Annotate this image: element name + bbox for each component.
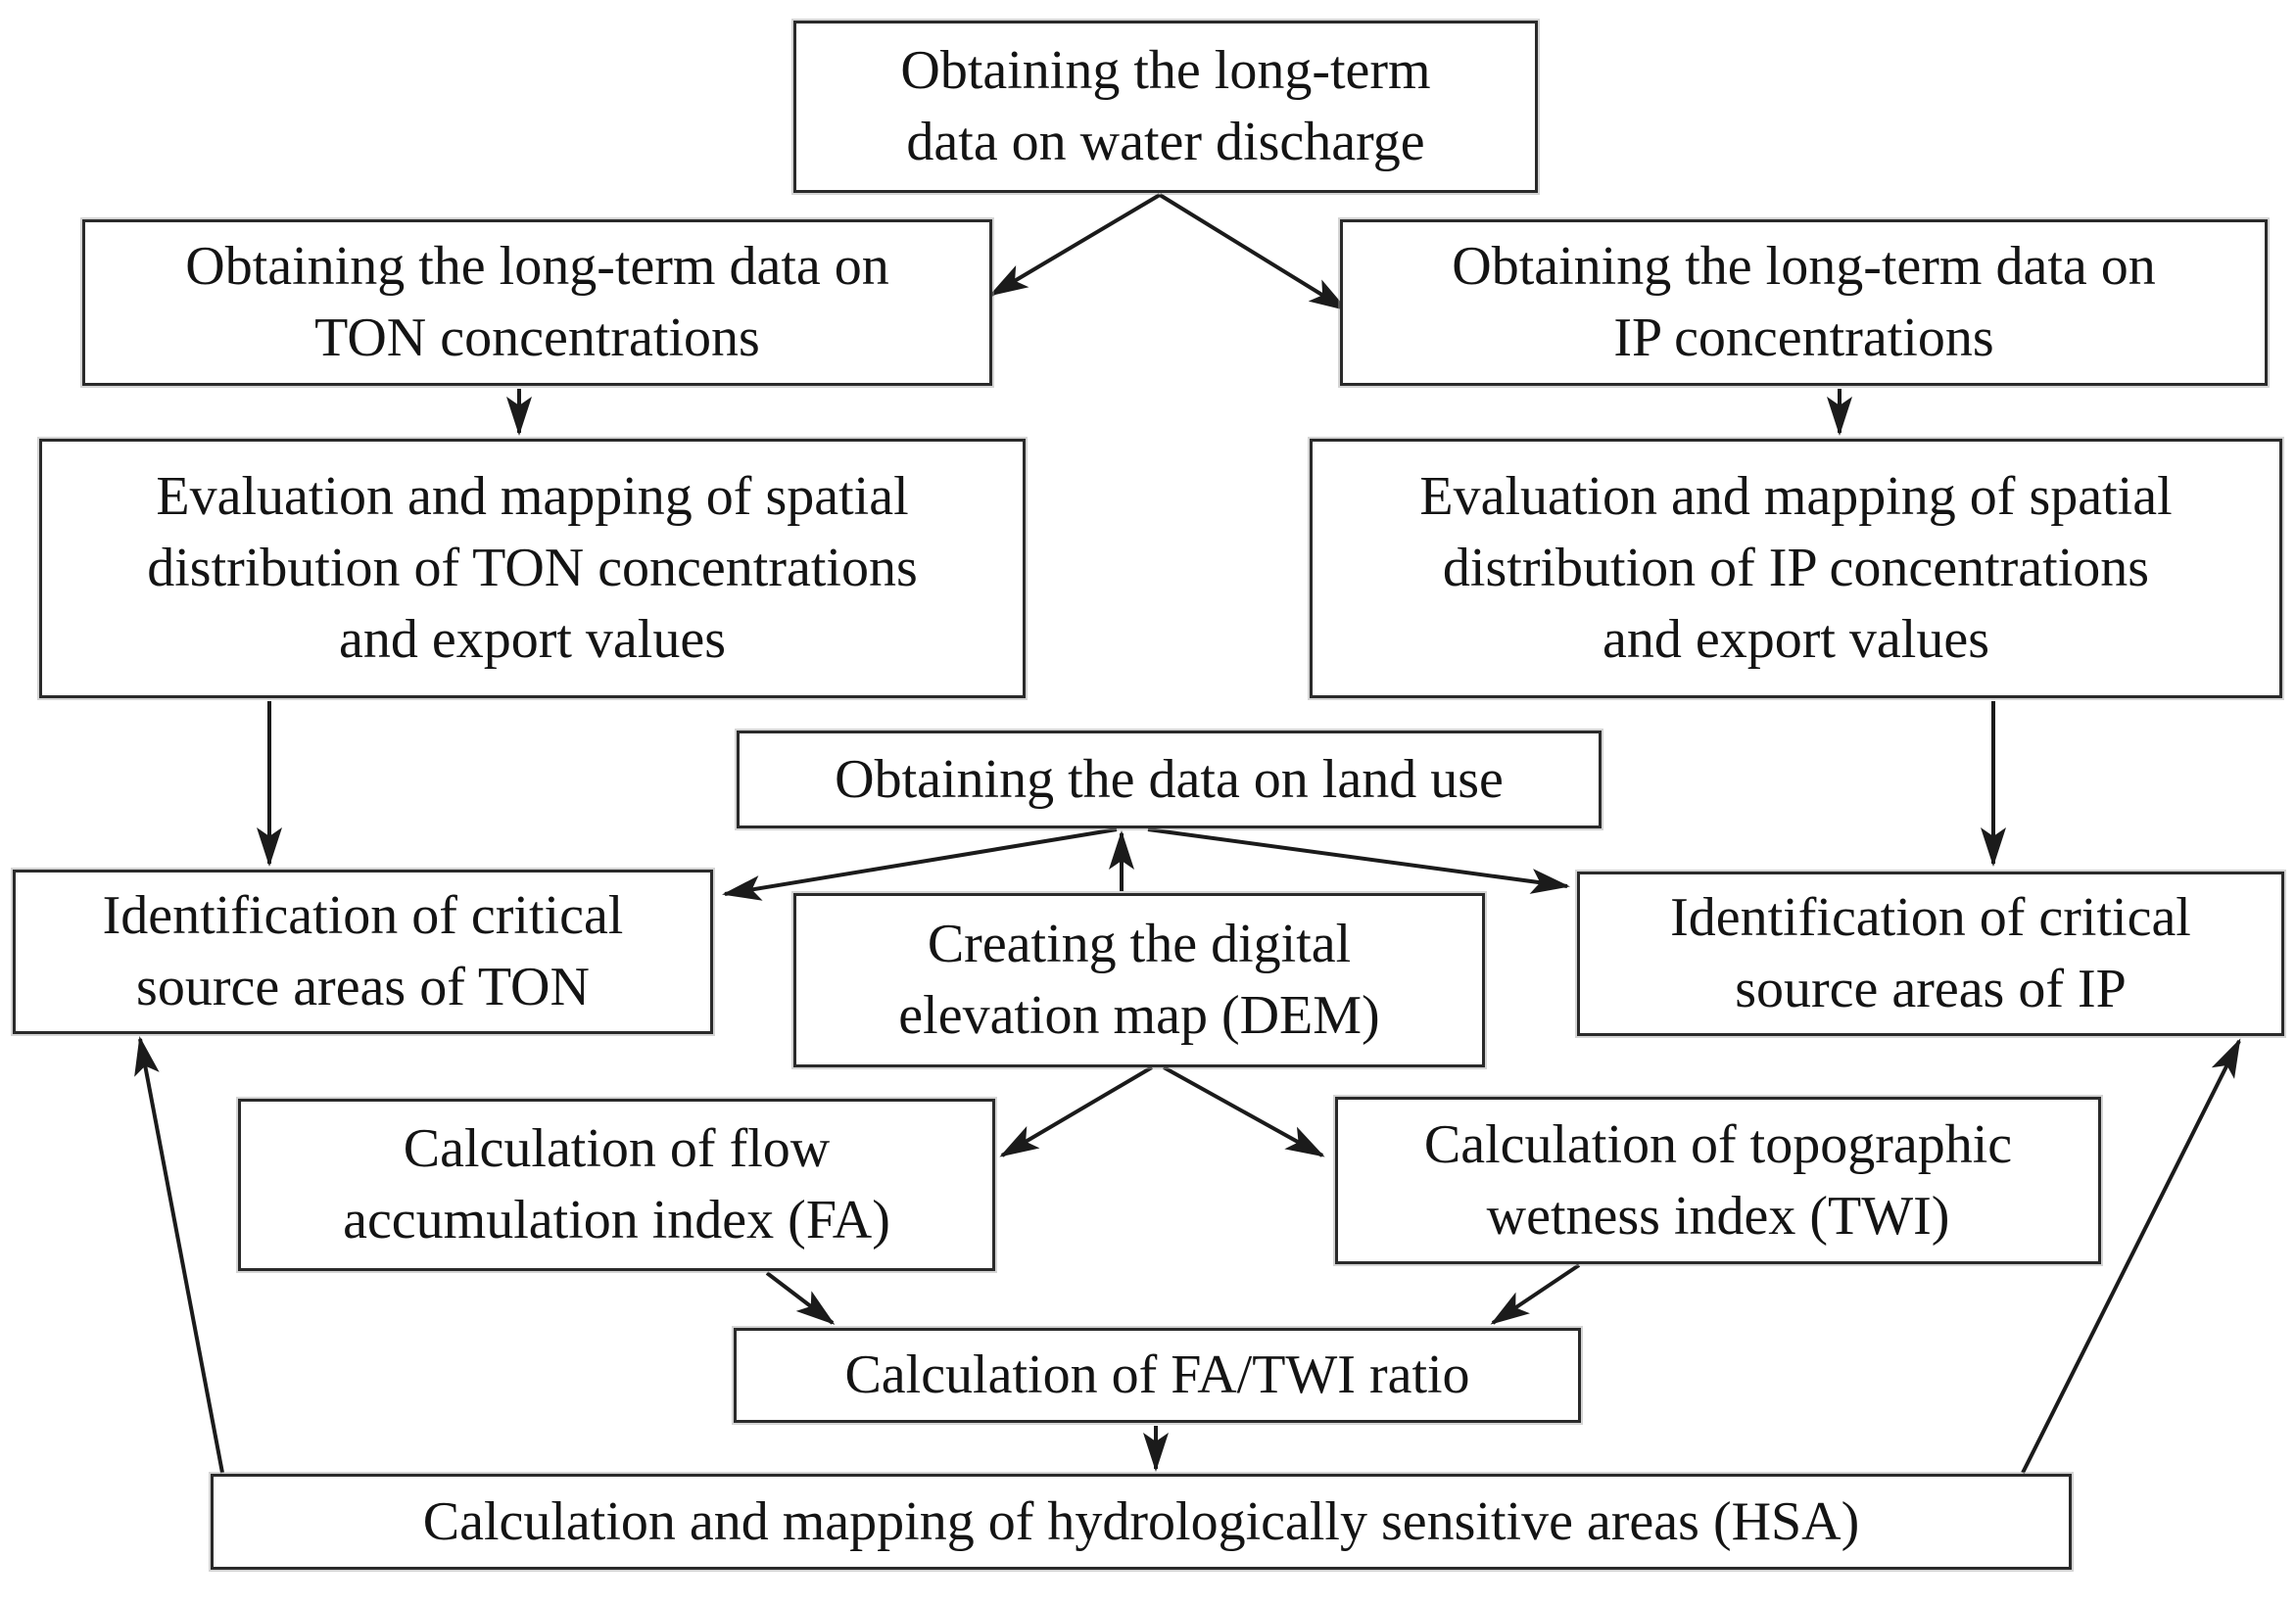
arrow-water-discharge-to-ton-concentrations <box>988 193 1162 297</box>
arrow-hsa-to-ident-ton <box>134 1036 224 1474</box>
node-water-discharge: Obtaining the long-term data on water di… <box>793 21 1538 193</box>
node-eval-ton: Evaluation and mapping of spatial distri… <box>39 439 1026 698</box>
arrow-dem-to-fa <box>999 1065 1154 1157</box>
node-ip-concentrations: Obtaining the long-term data on IP conce… <box>1340 219 2268 386</box>
node-twi: Calculation of topographic wetness index… <box>1335 1097 2101 1264</box>
node-fa: Calculation of flow accumulation index (… <box>238 1099 995 1271</box>
arrow-water-discharge-to-ip-concentrations <box>1158 193 1349 311</box>
arrow-fa-to-fa-twi <box>765 1271 836 1325</box>
node-ton-concentrations: Obtaining the long-term data on TON conc… <box>82 219 992 386</box>
node-dem: Creating the digital elevation map (DEM) <box>793 893 1485 1067</box>
node-hsa: Calculation and mapping of hydrologicall… <box>211 1474 2072 1570</box>
arrow-land-use-to-ident-ip <box>1147 827 1570 894</box>
arrow-land-use-to-ident-ton <box>722 827 1118 901</box>
arrow-hsa-to-ident-ip <box>2021 1038 2241 1474</box>
node-fa-twi: Calculation of FA/TWI ratio <box>734 1328 1581 1423</box>
node-land-use: Obtaining the data on land use <box>737 731 1602 828</box>
node-ident-ip: Identification of critical source areas … <box>1577 872 2284 1036</box>
arrow-dem-to-twi <box>1163 1065 1325 1157</box>
arrow-twi-to-fa-twi <box>1490 1263 1581 1325</box>
node-eval-ip: Evaluation and mapping of spatial distri… <box>1310 439 2282 698</box>
node-ident-ton: Identification of critical source areas … <box>13 870 713 1034</box>
